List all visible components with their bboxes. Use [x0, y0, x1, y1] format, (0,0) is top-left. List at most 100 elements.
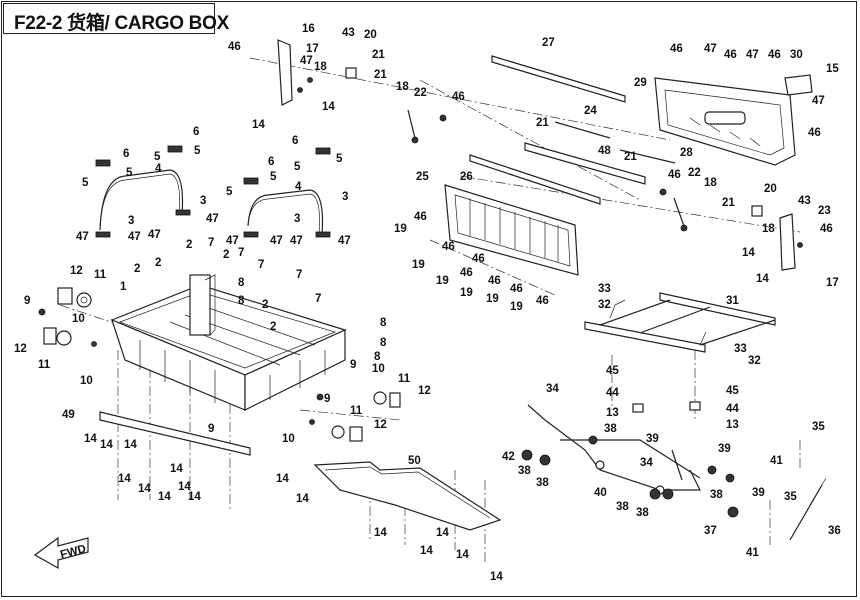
callout-45: 45: [726, 385, 739, 397]
callout-7: 7: [315, 293, 321, 305]
callout-33: 33: [734, 343, 747, 355]
callout-14: 14: [436, 527, 449, 539]
callout-9: 9: [24, 295, 30, 307]
callout-19: 19: [436, 275, 449, 287]
callout-13: 13: [606, 407, 619, 419]
callout-46: 46: [510, 283, 523, 295]
callout-4: 4: [295, 181, 302, 193]
callout-6: 6: [193, 126, 199, 138]
callout-38: 38: [604, 423, 617, 435]
callout-24: 24: [584, 105, 597, 117]
callout-5: 5: [82, 177, 89, 189]
callout-9: 9: [324, 393, 330, 405]
callout-5: 5: [294, 161, 301, 173]
callout-47: 47: [338, 235, 351, 247]
callout-17: 17: [826, 277, 839, 289]
callout-47: 47: [226, 235, 239, 247]
bottom-skid-plate-49: [99, 411, 251, 456]
callout-5: 5: [226, 186, 233, 198]
callout-16: 16: [302, 23, 315, 35]
callout-41: 41: [770, 455, 783, 467]
callout-26: 26: [460, 171, 473, 183]
callout-4: 4: [155, 163, 162, 175]
callout-39: 39: [646, 433, 659, 445]
callout-11: 11: [350, 405, 363, 417]
callout-10: 10: [372, 363, 385, 375]
callout-28: 28: [680, 147, 693, 159]
callout-47: 47: [148, 229, 161, 241]
callout-2: 2: [270, 321, 276, 333]
tailgate-inner-rail: [524, 142, 646, 185]
callout-9: 9: [350, 359, 356, 371]
callout-46: 46: [724, 49, 737, 61]
callout-14: 14: [252, 119, 265, 131]
callout-5: 5: [194, 145, 201, 157]
callout-27: 27: [542, 37, 555, 49]
callout-19: 19: [460, 287, 473, 299]
callout-40: 40: [594, 487, 607, 499]
callout-47: 47: [704, 43, 717, 55]
callout-10: 10: [80, 375, 93, 387]
callout-17: 17: [306, 43, 319, 55]
page-title: F22-2 货箱/ CARGO BOX: [14, 13, 229, 34]
tailgate-cable-28: [619, 149, 676, 164]
tailgate-cable-24: [554, 121, 611, 139]
tailgate-bottom-rail: [469, 154, 601, 205]
tailgate-outer-panel: [654, 74, 813, 166]
callout-labels: 1 2 2 2 2 2 2 3 3 3 3 4 4 5 5 5 5 5 5 5 …: [14, 23, 841, 583]
cargo-box-frame: [584, 292, 776, 353]
callout-2: 2: [186, 239, 192, 251]
right-hinge-bracket: [779, 213, 803, 271]
tailgate-inner-panel: [444, 184, 579, 276]
callout-14: 14: [170, 463, 183, 475]
callout-38: 38: [518, 465, 531, 477]
callout-18: 18: [314, 61, 327, 73]
callout-46: 46: [414, 211, 427, 223]
callout-47: 47: [76, 231, 89, 243]
callout-12: 12: [70, 265, 83, 277]
callout-19: 19: [510, 301, 523, 313]
callout-46: 46: [768, 49, 781, 61]
callout-3: 3: [342, 191, 348, 203]
callout-14: 14: [322, 101, 335, 113]
callout-14: 14: [158, 491, 171, 503]
callout-2: 2: [223, 249, 229, 261]
gas-strut: [789, 477, 827, 541]
callout-21: 21: [722, 197, 735, 209]
callout-18: 18: [704, 177, 717, 189]
callout-14: 14: [374, 527, 387, 539]
callout-34: 34: [640, 457, 653, 469]
callout-14: 14: [742, 247, 755, 259]
callout-44: 44: [726, 403, 739, 415]
callout-5: 5: [154, 151, 161, 163]
callout-47: 47: [812, 95, 825, 107]
callout-47: 47: [270, 235, 283, 247]
callout-46: 46: [472, 253, 485, 265]
callout-9: 9: [208, 423, 214, 435]
callout-18: 18: [762, 223, 775, 235]
callout-35: 35: [812, 421, 825, 433]
callout-11: 11: [398, 373, 411, 385]
callout-3: 3: [294, 213, 300, 225]
callout-14: 14: [124, 439, 137, 451]
callout-44: 44: [606, 387, 619, 399]
callout-42: 42: [502, 451, 515, 463]
callout-7: 7: [258, 259, 264, 271]
callout-46: 46: [460, 267, 473, 279]
callout-8: 8: [374, 351, 381, 363]
callout-19: 19: [486, 293, 499, 305]
callout-14: 14: [138, 483, 151, 495]
callout-48: 48: [598, 145, 611, 157]
callout-47: 47: [290, 235, 303, 247]
callout-47: 47: [746, 49, 759, 61]
callout-46: 46: [488, 275, 501, 287]
callout-12: 12: [374, 419, 387, 431]
callout-41: 41: [746, 547, 759, 559]
callout-25: 25: [416, 171, 429, 183]
callout-11: 11: [38, 359, 51, 371]
callout-2: 2: [155, 257, 161, 269]
callout-35: 35: [784, 491, 797, 503]
tilt-frame: [527, 404, 701, 495]
tailgate-top-rail: [491, 55, 626, 103]
